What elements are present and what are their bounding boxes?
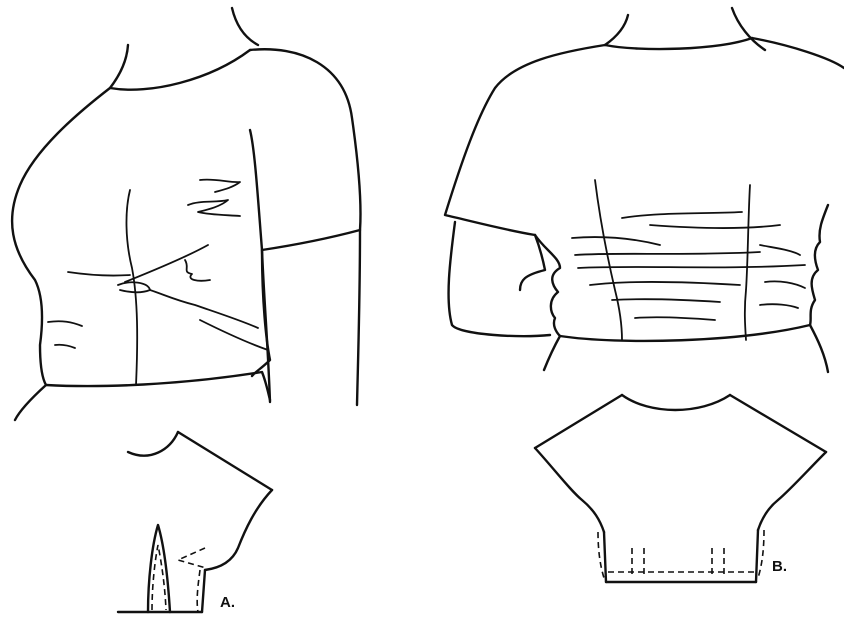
pattern-piece-b: B. — [535, 395, 826, 582]
side-view-center-line — [126, 190, 137, 385]
pattern-a-side-adjust — [197, 570, 200, 612]
side-view-arm-inner — [357, 230, 360, 405]
side-view-skirt — [15, 385, 46, 420]
pattern-a-armhole — [205, 490, 272, 570]
side-view-wrinkle-4 — [185, 260, 210, 281]
pattern-piece-a: A. — [118, 432, 272, 612]
back-view-seam-left — [595, 180, 622, 340]
side-view-wrinkle-1 — [200, 180, 240, 192]
pattern-a-shoulder — [178, 432, 272, 490]
back-view-left-arm — [449, 222, 550, 336]
pattern-a-side-dart — [178, 548, 206, 568]
back-view-neck-right — [732, 8, 765, 50]
back-view-neckline — [605, 38, 752, 49]
back-view-figure — [445, 8, 844, 372]
side-view-wrinkle-3 — [125, 245, 208, 282]
pattern-a-label: A. — [220, 594, 235, 611]
pattern-a-side-seam — [202, 570, 205, 612]
back-view-skirt-right — [810, 325, 828, 372]
side-view-bodice-hem — [46, 372, 270, 400]
side-view-figure — [12, 8, 360, 420]
side-view-wrinkle-8 — [48, 321, 82, 326]
back-view-skirt-left — [544, 336, 560, 370]
back-view-neck-left — [605, 15, 628, 45]
back-view-wrinkle-10 — [635, 317, 715, 320]
pattern-b-right-armhole — [758, 452, 826, 530]
side-view-wrinkle-2 — [188, 200, 240, 216]
side-view-neck-back — [232, 8, 258, 45]
side-view-wrinkle-10 — [68, 272, 130, 276]
pattern-b-left-side — [604, 532, 606, 582]
side-view-wrinkle-9 — [55, 345, 75, 348]
back-view-wrinkle-8 — [760, 245, 800, 255]
pattern-b-left-shoulder — [535, 395, 622, 448]
back-view-wrinkle-1 — [622, 212, 742, 218]
side-view-neckline — [110, 50, 250, 90]
back-view-wrinkle-9 — [765, 281, 805, 288]
pattern-b-label: B. — [772, 558, 787, 575]
back-view-seam-right — [745, 185, 750, 340]
back-view-bodice-hem — [560, 325, 810, 341]
back-view-left-side — [535, 235, 560, 336]
pattern-b-right-side — [756, 530, 758, 582]
back-view-wrinkle-4 — [575, 252, 760, 255]
back-view-right-shoulder — [752, 38, 844, 68]
back-view-wrinkle-7 — [612, 299, 720, 302]
pattern-a-neckline — [128, 432, 178, 456]
side-view-wrinkle-7 — [200, 320, 268, 350]
side-view-sleeve — [250, 49, 361, 250]
side-view-front-contour — [12, 88, 110, 385]
pattern-b-neckline — [622, 395, 730, 410]
back-view-left-sleeve — [445, 45, 605, 235]
side-view-neck-front — [110, 45, 128, 88]
back-view-wrinkle-2 — [650, 225, 780, 228]
back-view-wrinkle-3 — [572, 237, 660, 245]
pattern-b-left-armhole — [535, 448, 604, 532]
back-view-right-side — [810, 205, 828, 325]
back-view-wrinkle-6 — [590, 282, 740, 285]
back-view-wrinkle-5 — [578, 265, 805, 268]
back-view-wrinkle-11 — [760, 304, 798, 308]
pattern-a-dart — [148, 525, 170, 612]
pattern-b-right-shoulder — [730, 395, 826, 452]
